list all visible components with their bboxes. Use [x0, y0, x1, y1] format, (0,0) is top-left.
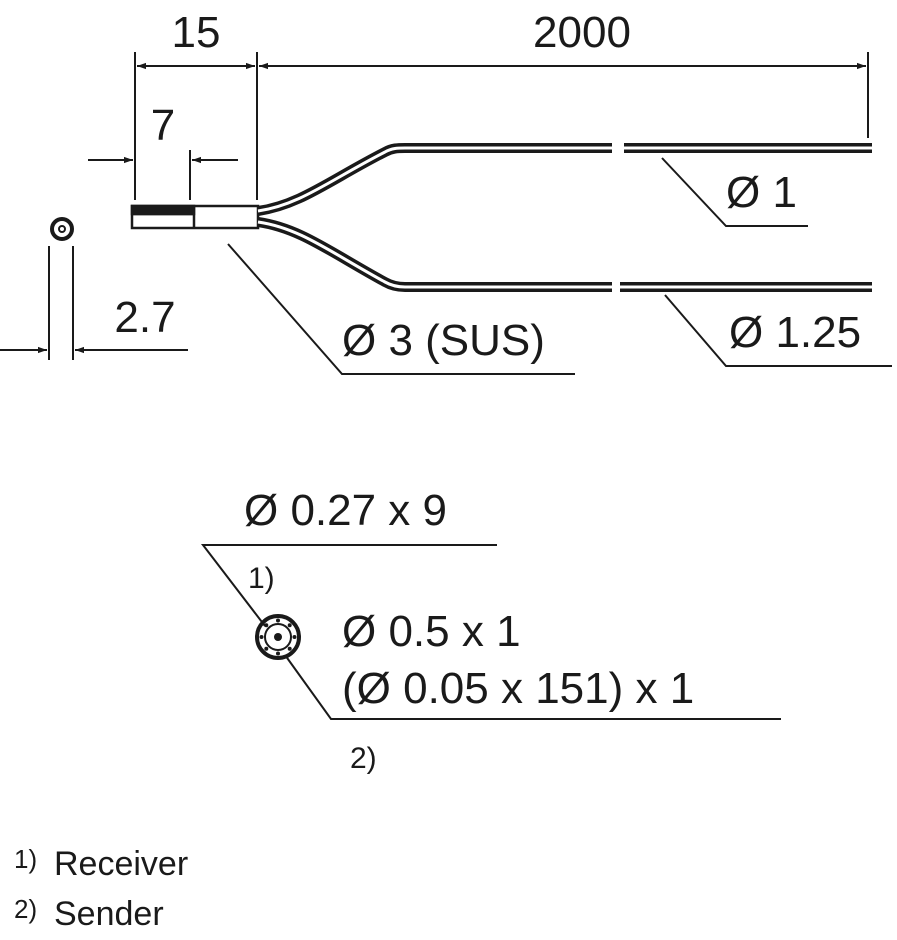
legend: 1) Receiver 2) Sender — [14, 844, 188, 933]
fiber-cables — [257, 143, 872, 292]
cross-section-receiver-spec: Ø 0.27 x 9 — [244, 486, 447, 535]
dim-label-15: 15 — [172, 8, 221, 57]
leader-lines-top — [227, 157, 892, 375]
dim-label-2-7: 2.7 — [114, 293, 175, 342]
cross-section-receiver-ref: 1) — [248, 562, 275, 595]
dim-label-2000: 2000 — [533, 8, 631, 57]
dim-label-dia-sleeve: Ø 3 (SUS) — [342, 316, 545, 365]
legend-ref-sender: 2) — [14, 894, 37, 924]
dim-label-dia-sender-cable: Ø 1.25 — [729, 308, 861, 357]
cross-section-fiber — [200, 544, 781, 720]
legend-label-receiver: Receiver — [54, 845, 188, 883]
cross-section-sender-ref: 2) — [350, 742, 377, 775]
cross-section-sender-spec-1: Ø 0.5 x 1 — [342, 607, 521, 656]
cross-section-sender-spec-2: (Ø 0.05 x 151) x 1 — [342, 664, 694, 713]
legend-ref-receiver: 1) — [14, 844, 37, 874]
dim-label-7: 7 — [151, 101, 175, 150]
sensor-head — [130, 204, 260, 230]
dim-label-dia-receiver-cable: Ø 1 — [726, 168, 797, 217]
tip-end-view — [0, 217, 188, 360]
legend-label-sender: Sender — [54, 895, 164, 933]
dimension-lines-top — [88, 52, 869, 200]
